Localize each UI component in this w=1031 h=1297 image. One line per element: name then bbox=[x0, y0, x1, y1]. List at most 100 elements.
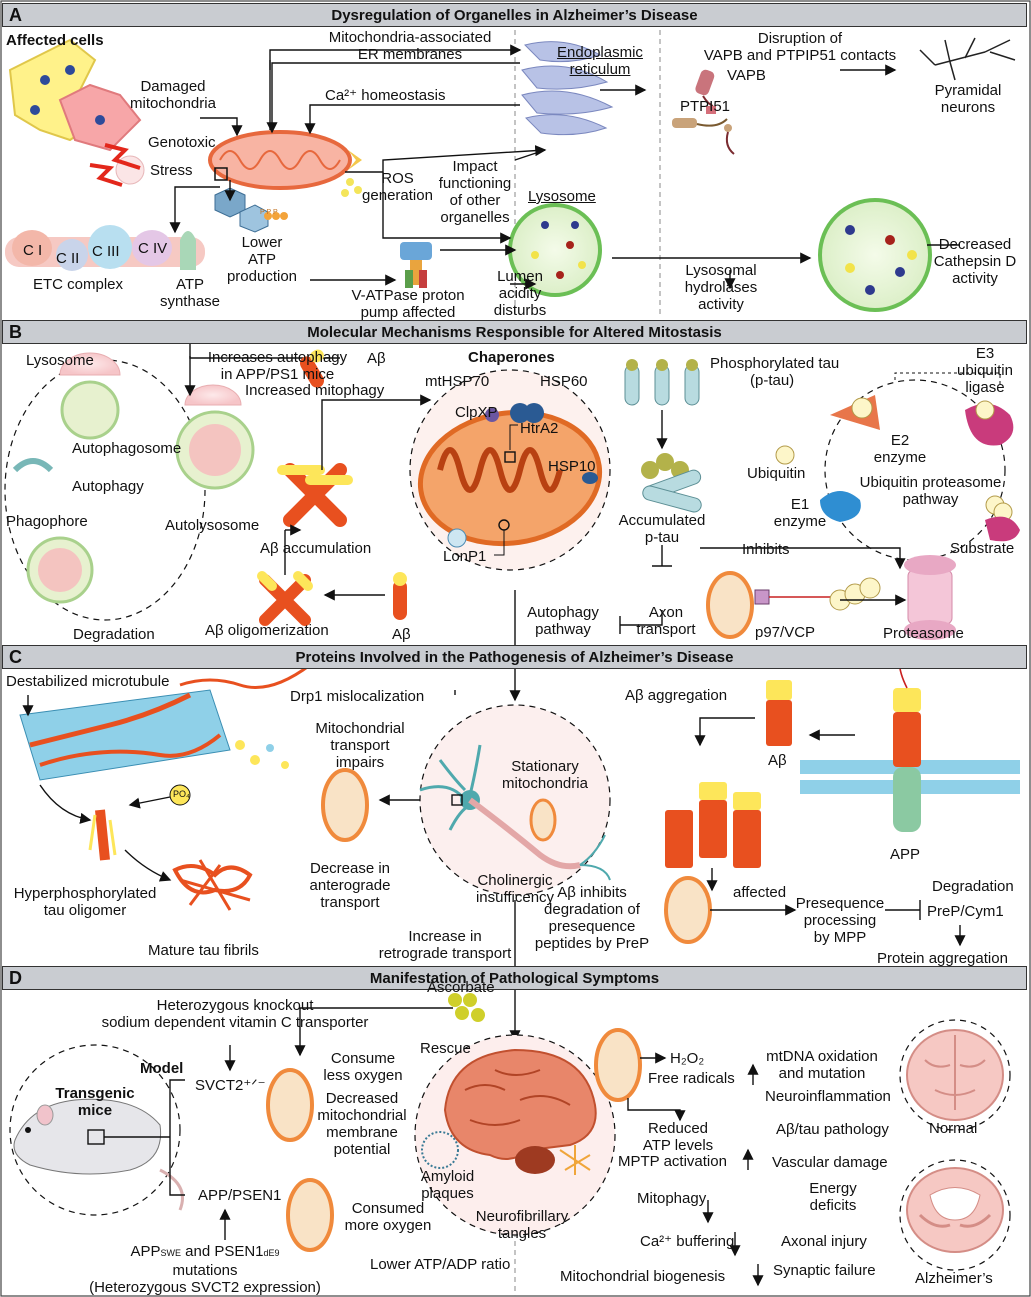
ab-tau-pathology-label: Aβ/tau pathology bbox=[776, 1121, 889, 1138]
complex-i-label: C I bbox=[23, 242, 43, 259]
healthy-mitochondrion-chaperones bbox=[409, 369, 611, 571]
degradation-b-label: Degradation bbox=[73, 626, 155, 643]
stress-label: Stress bbox=[150, 162, 193, 179]
svct2-label: SVCT2⁺ᐟ⁻ bbox=[195, 1077, 266, 1094]
complex-iv-label: C IV bbox=[138, 240, 168, 257]
endoplasmic-reticulum-illustration bbox=[521, 41, 614, 136]
normal-label: Normal bbox=[929, 1120, 978, 1137]
autophagy-cycle bbox=[4, 340, 340, 621]
lysosome-a-illustration bbox=[508, 203, 602, 297]
genotoxic-label: Genotoxic bbox=[148, 134, 216, 151]
htra2-label: HtrA2 bbox=[520, 420, 559, 437]
etc-complex-label: ETC complex bbox=[33, 276, 124, 293]
increased-mitophagy-label: Increased mitophagy bbox=[245, 382, 385, 399]
protein-aggregation-label: Protein aggregation bbox=[877, 950, 1008, 967]
mitophagy-d-label: Mitophagy bbox=[637, 1190, 707, 1207]
substrate-label: Substrate bbox=[950, 540, 1015, 557]
section-c-letter: C bbox=[9, 647, 22, 667]
section-b-arrows-right bbox=[509, 410, 906, 702]
chaperones-label: Chaperones bbox=[468, 349, 555, 366]
vascular-damage-label: Vascular damage bbox=[772, 1154, 888, 1171]
ubiquitin-label: Ubiquitin bbox=[747, 465, 806, 482]
microtubule-illustration bbox=[19, 663, 311, 806]
autophagosome-label: Autophagosome bbox=[72, 440, 182, 457]
app-label: APP bbox=[890, 846, 921, 863]
ascorbate-label: Ascorbate bbox=[427, 979, 495, 996]
ptau-illustration bbox=[624, 359, 702, 513]
p97-vcp-label: p97/VCP bbox=[755, 624, 816, 641]
section-a-title: Dysregulation of Organelles in Alzheimer… bbox=[331, 7, 698, 24]
h2o2-label: H₂O₂ bbox=[670, 1050, 705, 1067]
mitochondrion-app-psen1 bbox=[286, 1178, 334, 1252]
ascorbate-icon bbox=[448, 993, 485, 1022]
destabilized-microtubule-label: Destabilized microtubule bbox=[6, 673, 170, 690]
lysosome-b-label: Lysosome bbox=[26, 352, 94, 369]
complex-ii-label: C II bbox=[56, 250, 80, 267]
section-c-title: Proteins Involved in the Pathogenesis of… bbox=[295, 649, 734, 666]
section-a-letter: A bbox=[9, 5, 22, 25]
hsp10-label: HSP10 bbox=[548, 458, 596, 475]
ca-homeostasis-label: Ca²⁺ homeostasis bbox=[325, 87, 446, 104]
transgenic-mouse bbox=[9, 1044, 184, 1216]
section-c-arrows-left bbox=[22, 695, 455, 882]
atp-molecule-icon bbox=[214, 187, 288, 233]
affected-cells-label: Affected cells bbox=[6, 32, 104, 49]
pyramidal-neuron-illustration bbox=[919, 37, 1016, 81]
section-a-arrows bbox=[169, 44, 960, 290]
brain-illustration bbox=[414, 1034, 616, 1236]
brain-normal-illustration bbox=[899, 1019, 1011, 1131]
ab-oligomerization-label: Aβ oligomerization bbox=[205, 622, 329, 639]
etc-complex-illustration bbox=[5, 225, 205, 271]
rescue-label: Rescue bbox=[420, 1040, 471, 1057]
mitochondrion-svct2 bbox=[266, 1068, 314, 1142]
abeta-b-top-label: Aβ bbox=[367, 350, 386, 367]
lysosome-a-label: Lysosome bbox=[528, 188, 596, 205]
alzheimers-label: Alzheimer’s bbox=[915, 1270, 993, 1287]
affected-cells-illustration bbox=[8, 38, 145, 187]
lysosome-large-illustration bbox=[818, 198, 932, 312]
mito-biogenesis-label: Mitochondrial biogenesis bbox=[560, 1268, 726, 1285]
drp1-label: Drp1 mislocalization bbox=[290, 688, 425, 705]
prep-cym1-label: PreP/Cym1 bbox=[927, 903, 1004, 920]
clpxp-label: ClpXP bbox=[455, 404, 498, 421]
autolysosome-label: Autolysosome bbox=[165, 517, 260, 534]
ppp-label: P P P bbox=[260, 209, 278, 216]
tau-oligomer-fibrils bbox=[88, 809, 253, 911]
ptpi51-label: PTPI51 bbox=[680, 98, 731, 115]
mthsp70-label: mtHSP70 bbox=[425, 373, 490, 390]
autophagy-label: Autophagy bbox=[72, 478, 144, 495]
proteasome-label: Proteasome bbox=[883, 625, 964, 642]
ptau-label: Phosphorylated tau(p-tau) bbox=[710, 355, 840, 389]
po4-label: PO₄ bbox=[173, 789, 190, 799]
ab-accumulation-label: Aβ accumulation bbox=[260, 540, 372, 557]
